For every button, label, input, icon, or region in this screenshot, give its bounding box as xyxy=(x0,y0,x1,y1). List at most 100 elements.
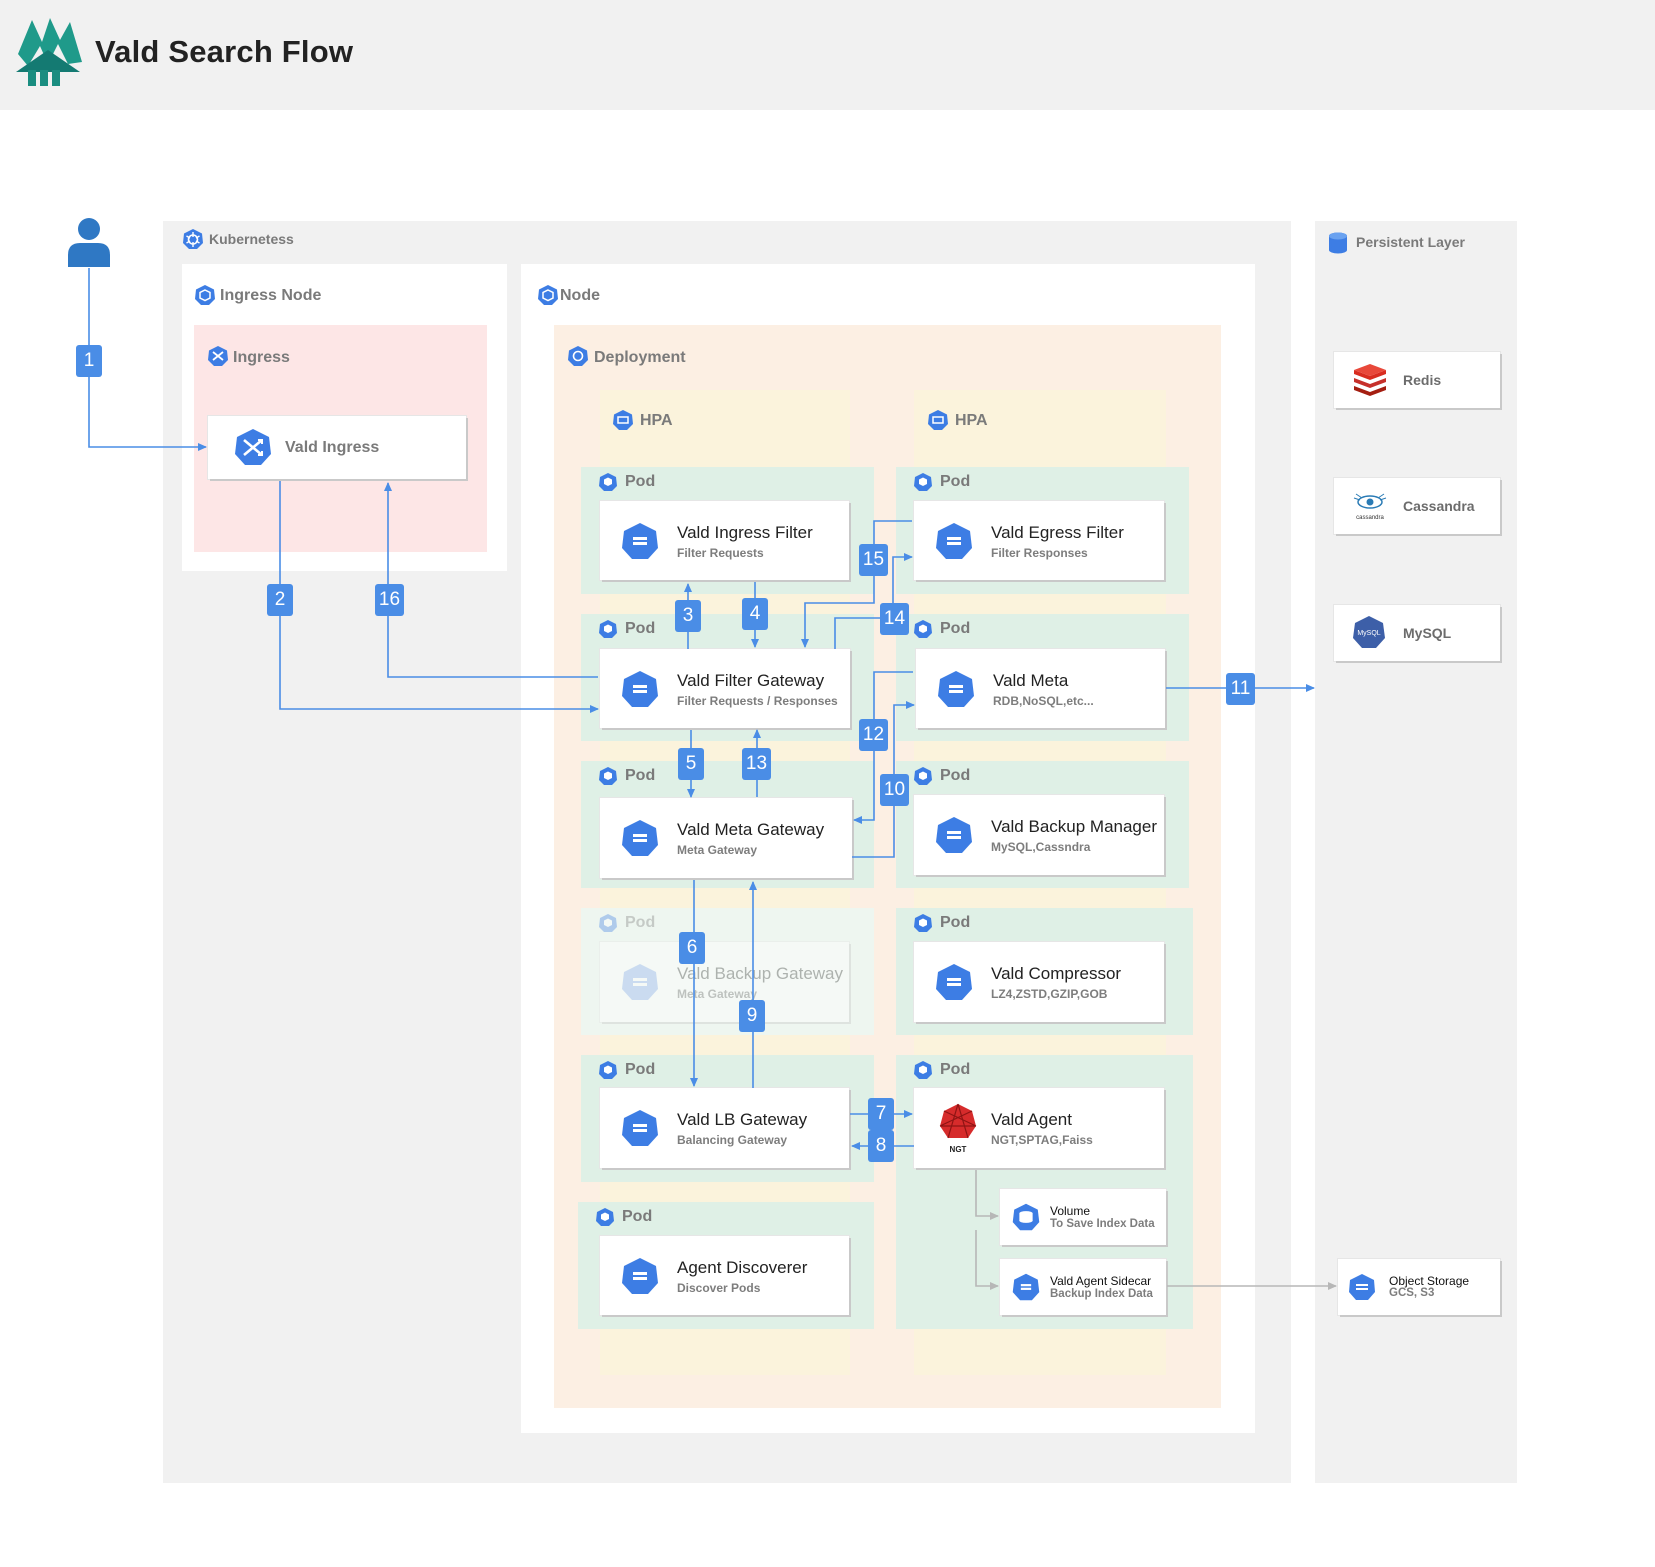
kubernetes-icon xyxy=(183,229,203,249)
lb-gateway-subtitle: Balancing Gateway xyxy=(677,1133,788,1147)
pod-icon xyxy=(914,620,932,638)
step-badge-11: 11 xyxy=(1226,673,1255,705)
step-badge-16: 16 xyxy=(375,584,404,616)
backup-gateway-title: Vald Backup Gateway xyxy=(677,964,843,983)
pod-label: Pod xyxy=(625,1061,656,1078)
object-storage-title: Object Storage xyxy=(1389,1274,1470,1288)
step-badge-2: 2 xyxy=(267,584,293,616)
ingress-filter-title: Vald Ingress Filter xyxy=(677,523,813,542)
lb-gateway-title: Vald LB Gateway xyxy=(677,1110,808,1129)
discoverer-title: Agent Discoverer xyxy=(677,1258,808,1277)
kubernetes-label: Kubernetess xyxy=(209,231,294,247)
cassandra-icon-text: cassandra xyxy=(1356,515,1384,521)
step-badge-14: 14 xyxy=(880,603,909,635)
header-bar xyxy=(0,0,1655,110)
pod-label: Pod xyxy=(940,914,971,931)
pod-label: Pod xyxy=(940,620,971,637)
pod-icon xyxy=(599,914,617,932)
node-label: Node xyxy=(560,287,600,304)
step-badge-3: 3 xyxy=(675,600,701,632)
persistent-layer-label: Persistent Layer xyxy=(1356,234,1465,250)
redis-icon xyxy=(1354,364,1386,396)
step-badge-15: 15 xyxy=(859,544,888,576)
vald-ingress-card[interactable]: Vald Ingress xyxy=(208,416,466,479)
deployment-icon xyxy=(568,346,588,366)
pod-icon xyxy=(914,914,932,932)
volume-title: Volume xyxy=(1050,1204,1091,1218)
step-badge-10: 10 xyxy=(880,774,909,806)
mysql-card[interactable]: MySQL MySQL xyxy=(1334,605,1500,661)
pod-label: Pod xyxy=(625,767,656,784)
pod-label: Pod xyxy=(622,1208,653,1225)
ingress-node-label: Ingress Node xyxy=(220,287,322,304)
meta-subtitle: RDB,NoSQL,etc... xyxy=(993,694,1094,708)
cassandra-card[interactable]: cassandra Cassandra xyxy=(1334,478,1500,534)
vald-ingress-title: Vald Ingress xyxy=(285,439,380,456)
backup-gateway-subtitle: Meta Gateway xyxy=(677,987,758,1001)
server-icon xyxy=(622,523,658,559)
meta-gateway-subtitle: Meta Gateway xyxy=(677,843,758,857)
pod-icon xyxy=(596,1208,614,1226)
redis-card[interactable]: Redis xyxy=(1334,352,1500,408)
database-icon xyxy=(1329,232,1347,254)
pod-icon xyxy=(914,767,932,785)
filter-gateway-title: Vald Filter Gateway xyxy=(677,671,825,690)
volume-subtitle: To Save Index Data xyxy=(1050,1218,1155,1230)
edge-agent-volume xyxy=(975,1170,999,1220)
egress-filter-title: Vald Egress Filter xyxy=(991,523,1124,542)
discoverer-subtitle: Discover Pods xyxy=(677,1281,761,1295)
object-storage-card[interactable]: Object Storage GCS, S3 xyxy=(1338,1259,1500,1315)
pod-backup-gateway xyxy=(581,908,874,1035)
sidecar-title: Vald Agent Sidecar xyxy=(1050,1274,1152,1288)
volume-icon xyxy=(1012,1203,1040,1231)
edge-2 xyxy=(279,481,599,713)
sidecar-subtitle: Backup Index Data xyxy=(1050,1288,1153,1300)
backup-manager-subtitle: MySQL,Cassndra xyxy=(991,840,1091,854)
server-icon xyxy=(622,964,658,1000)
step-badge-9: 9 xyxy=(739,1000,765,1032)
pod-label: Pod xyxy=(625,914,656,931)
compressor-title: Vald Compressor xyxy=(991,964,1122,983)
cassandra-icon: cassandra xyxy=(1353,493,1387,521)
hpa-left-label: HPA xyxy=(640,412,673,429)
pod-icon xyxy=(599,1061,617,1079)
backup-manager-title: Vald Backup Manager xyxy=(991,817,1158,836)
vald-logo-icon xyxy=(16,18,82,86)
edge-15 xyxy=(801,520,912,648)
step-badge-7: 7 xyxy=(868,1098,894,1130)
step-badge-8: 8 xyxy=(868,1130,894,1162)
user-icon xyxy=(68,218,110,267)
mysql-icon-text: MySQL xyxy=(1357,630,1380,637)
mysql-icon: MySQL xyxy=(1353,616,1385,648)
server-icon xyxy=(622,1258,658,1294)
step-badge-13: 13 xyxy=(742,748,771,780)
cassandra-title: Cassandra xyxy=(1403,498,1475,514)
step-badge-5: 5 xyxy=(678,748,704,780)
compressor-subtitle: LZ4,ZSTD,GZIP,GOB xyxy=(991,987,1108,1001)
storage-icon xyxy=(1349,1274,1375,1300)
ingress-node-icon xyxy=(195,285,215,305)
server-icon xyxy=(936,523,972,559)
filter-gateway-subtitle: Filter Requests / Responses xyxy=(677,694,838,708)
pod-icon xyxy=(599,767,617,785)
ngt-icon-text: NGT xyxy=(950,1145,967,1154)
agent-title: Vald Agent xyxy=(991,1110,1072,1129)
page-title: Vald Search Flow xyxy=(95,34,354,69)
ngt-icon: NGT xyxy=(939,1103,977,1154)
pod-icon xyxy=(914,473,932,491)
pod-icon xyxy=(599,620,617,638)
pod-label: Pod xyxy=(625,473,656,490)
